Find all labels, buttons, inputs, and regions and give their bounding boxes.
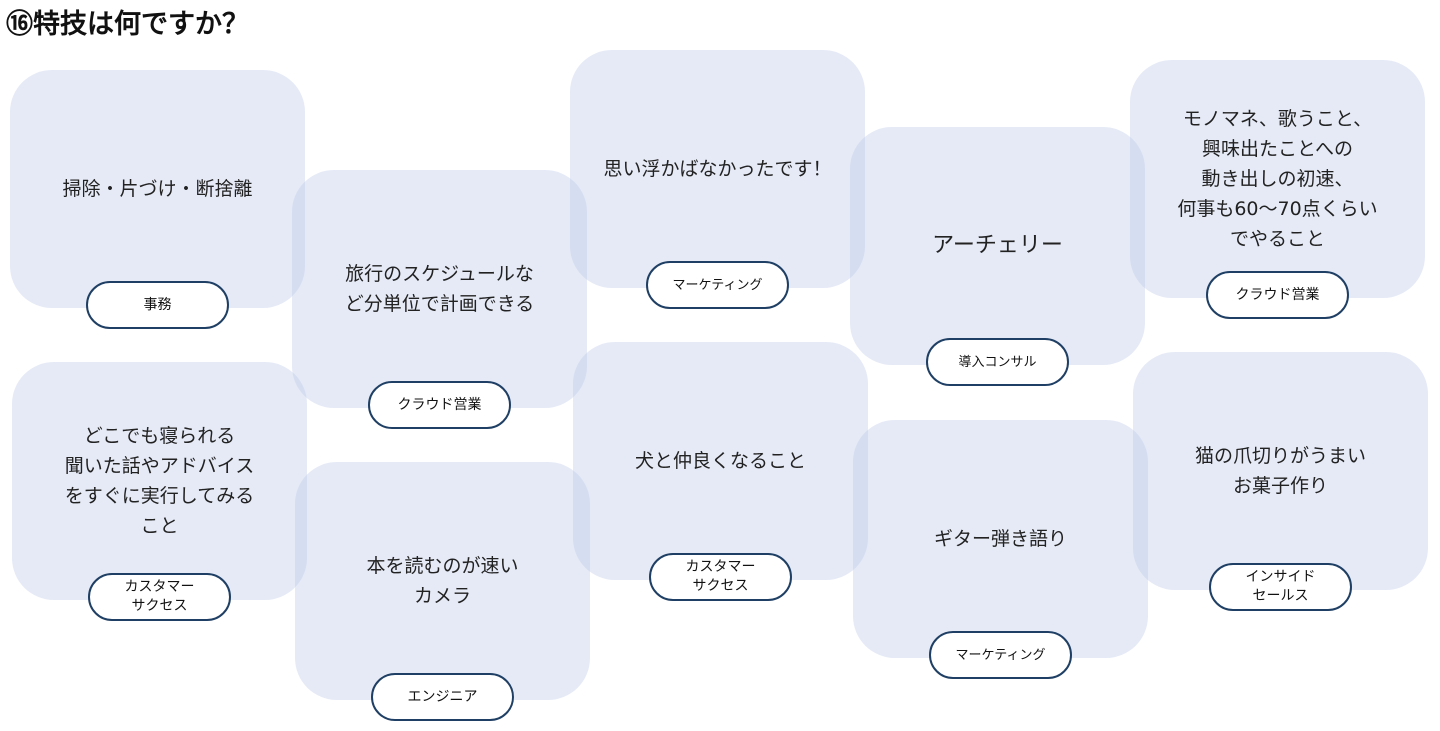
answer-card: 旅行のスケジュールなど分単位で計画できる bbox=[292, 170, 587, 408]
answer-card: アーチェリー bbox=[850, 127, 1145, 365]
answer-line: モノマネ、歌うこと、 bbox=[1182, 108, 1373, 130]
answer-card: 本を読むのが速いカメラ bbox=[295, 462, 590, 700]
answer-text: 旅行のスケジュールなど分単位で計画できる bbox=[292, 259, 587, 319]
department-badge: 事務 bbox=[86, 281, 229, 329]
answer-text: アーチェリー bbox=[850, 231, 1145, 261]
department-badge: 導入コンサル bbox=[926, 338, 1069, 386]
answer-text: 思い浮かばなかったです！ bbox=[570, 154, 865, 184]
answer-card: どこでも寝られる聞いた話やアドバイスをすぐに実行してみること bbox=[12, 362, 307, 600]
answer-text: ギター弾き語り bbox=[853, 524, 1148, 554]
answer-line: 思い浮かばなかったです！ bbox=[603, 158, 832, 180]
department-label: インサイド bbox=[1245, 569, 1316, 585]
department-badge: インサイドセールス bbox=[1209, 563, 1352, 611]
answer-line: 興味出たことへの bbox=[1201, 138, 1354, 160]
answer-line: 聞いた話やアドバイス bbox=[64, 455, 255, 477]
answer-line: カメラ bbox=[413, 585, 471, 607]
answer-text: 本を読むのが速いカメラ bbox=[295, 551, 590, 611]
answer-card: 猫の爪切りがうまいお菓子作り bbox=[1133, 352, 1428, 590]
department-label: セールス bbox=[1252, 588, 1309, 604]
answer-line: 何事も60〜70点くらい bbox=[1177, 198, 1378, 220]
answer-card: 犬と仲良くなること bbox=[573, 342, 868, 580]
answer-line: ど分単位で計画できる bbox=[344, 293, 535, 315]
department-badge: クラウド営業 bbox=[1206, 271, 1349, 319]
answer-card: ギター弾き語り bbox=[853, 420, 1148, 658]
page-title: ⑯特技は何ですか？ bbox=[6, 9, 249, 40]
department-label: マーケティング bbox=[955, 647, 1046, 663]
answer-line: 掃除・片づけ・断捨離 bbox=[62, 178, 253, 200]
department-badge: カスタマーサクセス bbox=[88, 573, 231, 621]
answer-text: どこでも寝られる聞いた話やアドバイスをすぐに実行してみること bbox=[12, 421, 307, 541]
answer-line: 本を読むのが速い bbox=[366, 555, 519, 577]
department-badge: マーケティング bbox=[646, 261, 789, 309]
answer-line: をすぐに実行してみる bbox=[64, 485, 255, 507]
department-badge: クラウド営業 bbox=[368, 381, 511, 429]
answer-text: 犬と仲良くなること bbox=[573, 446, 868, 476]
answer-line: 猫の爪切りがうまい bbox=[1194, 445, 1366, 467]
answer-text: 掃除・片づけ・断捨離 bbox=[10, 174, 305, 204]
answer-card: 掃除・片づけ・断捨離 bbox=[10, 70, 305, 308]
answer-line: お菓子作り bbox=[1232, 475, 1328, 497]
answer-line: でやること bbox=[1229, 228, 1325, 250]
answer-line: 動き出しの初速、 bbox=[1201, 168, 1354, 190]
answer-line: ギター弾き語り bbox=[933, 528, 1067, 550]
department-badge: カスタマーサクセス bbox=[649, 553, 792, 601]
answer-card: モノマネ、歌うこと、興味出たことへの動き出しの初速、何事も60〜70点くらいでや… bbox=[1130, 60, 1425, 298]
department-badge: マーケティング bbox=[929, 631, 1072, 679]
answer-text: 猫の爪切りがうまいお菓子作り bbox=[1133, 441, 1428, 501]
department-label: クラウド営業 bbox=[397, 396, 482, 413]
department-label: カスタマー bbox=[124, 579, 195, 595]
department-label: エンジニア bbox=[407, 688, 478, 705]
department-label: サクセス bbox=[131, 598, 188, 614]
department-label: クラウド営業 bbox=[1235, 286, 1320, 303]
answer-line: どこでも寝られる bbox=[83, 425, 236, 447]
department-label: 事務 bbox=[143, 296, 172, 313]
answer-line: アーチェリー bbox=[932, 233, 1063, 258]
department-label: 導入コンサル bbox=[958, 354, 1037, 370]
answer-line: 犬と仲良くなること bbox=[634, 450, 806, 472]
answer-line: こと bbox=[140, 515, 179, 537]
answer-card: 思い浮かばなかったです！ bbox=[570, 50, 865, 288]
answer-line: 旅行のスケジュールな bbox=[345, 263, 534, 285]
department-label: マーケティング bbox=[672, 277, 763, 293]
department-badge: エンジニア bbox=[371, 673, 514, 721]
department-label: カスタマー bbox=[685, 559, 756, 575]
answer-text: モノマネ、歌うこと、興味出たことへの動き出しの初速、何事も60〜70点くらいでや… bbox=[1130, 104, 1425, 254]
department-label: サクセス bbox=[692, 578, 749, 594]
